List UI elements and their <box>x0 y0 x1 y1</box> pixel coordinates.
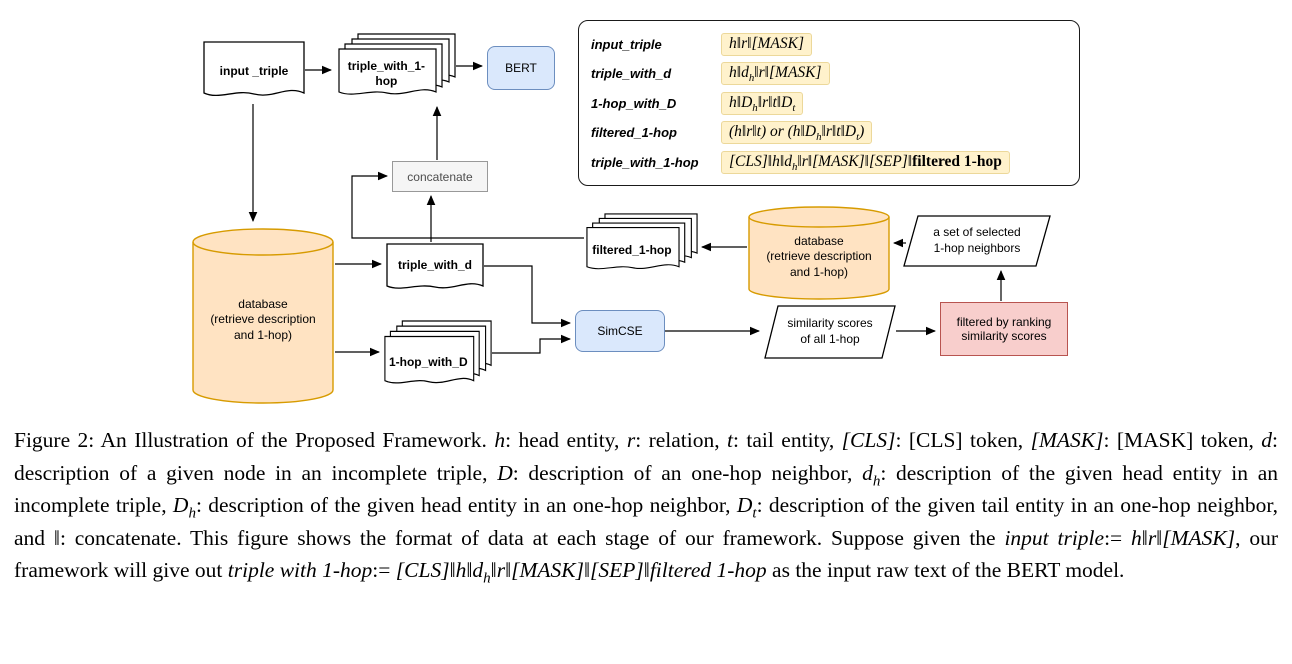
legend-label: input_triple <box>591 36 662 52</box>
node-filtered-1hop: filtered_1-hop <box>586 213 698 275</box>
legend-value: [CLS]‖h‖dh‖r‖[MASK]‖[SEP]‖filtered 1-hop <box>721 150 1010 174</box>
legend-row: filtered_1-hop (h‖r‖t) or (h‖Dh‖r‖t‖Dt) <box>591 121 1067 144</box>
cylinder-shape <box>192 228 334 404</box>
legend-value: h‖Dh‖r‖t‖Dt <box>721 91 804 115</box>
node-label: triple_with_d <box>397 258 472 273</box>
node-label: triple_with_1-hop <box>347 58 426 89</box>
node-label: database (retrieve description and 1-hop… <box>210 296 316 342</box>
arrow-triple-with-d-to-simcse <box>484 265 571 328</box>
node-label: BERT <box>505 61 537 75</box>
legend-value: h‖dh‖r‖[MASK] <box>721 62 830 85</box>
legend-label: triple_with_1-hop <box>591 154 699 170</box>
node-label: database (retrieve description and 1-hop… <box>766 233 872 279</box>
document-shape <box>386 243 484 289</box>
node-label: a set of selected 1-hop neighbors <box>933 225 1021 255</box>
stacked-documents-shape <box>338 33 456 95</box>
node-label: concatenate <box>407 169 473 184</box>
legend-row: input_triple h‖r‖[MASK] <box>591 32 1067 56</box>
node-simcse: SimCSE <box>575 310 665 352</box>
legend-row: triple_with_1-hop [CLS]‖h‖dh‖r‖[MASK]‖[S… <box>591 150 1067 174</box>
cylinder-shape <box>748 206 890 300</box>
figure-caption: Figure 2: An Illustration of the Propose… <box>14 428 1278 587</box>
node-label: input _triple <box>219 64 289 79</box>
node-label: filtered_1-hop <box>592 243 672 258</box>
node-selected-neighbors: a set of selected 1-hop neighbors <box>903 215 1051 267</box>
legend-label: triple_with_d <box>591 66 672 81</box>
legend-row: 1-hop_with_D h‖Dh‖r‖t‖Dt <box>591 91 1067 115</box>
stacked-documents-shape <box>586 213 698 270</box>
node-database-left: database (retrieve description and 1-hop… <box>192 228 334 404</box>
document-shape <box>203 41 305 97</box>
parallelogram-shape <box>903 215 1051 267</box>
node-filtered-by-ranking: filtered by ranking similarity scores <box>940 302 1068 356</box>
node-bert: BERT <box>487 46 555 90</box>
node-label: 1-hop_with_D <box>388 354 468 369</box>
node-triple-with-d: triple_with_d <box>386 243 484 295</box>
legend-label: filtered_1-hop <box>591 125 677 140</box>
node-triple-with-1hop: triple_with_1-hop <box>338 33 456 101</box>
node-database-right: database (retrieve description and 1-hop… <box>748 206 890 300</box>
legend-value: h‖r‖[MASK] <box>721 32 813 56</box>
legend-value: (h‖r‖t) or (h‖Dh‖r‖t‖Dt) <box>721 121 873 144</box>
node-label: SimCSE <box>597 324 643 338</box>
legend-label: 1-hop_with_D <box>591 95 677 111</box>
parallelogram-shape <box>764 305 896 359</box>
node-input-triple: input _triple <box>203 41 305 103</box>
arrow-1hop-with-D-to-simcse <box>492 334 571 354</box>
node-label: similarity scores of all 1-hop <box>787 316 873 346</box>
node-similarity-scores: similarity scores of all 1-hop <box>764 305 896 359</box>
stacked-documents-shape <box>384 320 492 384</box>
node-concatenate: concatenate <box>392 161 488 192</box>
legend-box: input_triple h‖r‖[MASK] triple_with_d h‖… <box>578 20 1080 186</box>
node-1hop-with-D: 1-hop_with_D <box>384 320 492 390</box>
node-label: filtered by ranking similarity scores <box>956 315 1052 343</box>
legend-row: triple_with_d h‖dh‖r‖[MASK] <box>591 62 1067 85</box>
